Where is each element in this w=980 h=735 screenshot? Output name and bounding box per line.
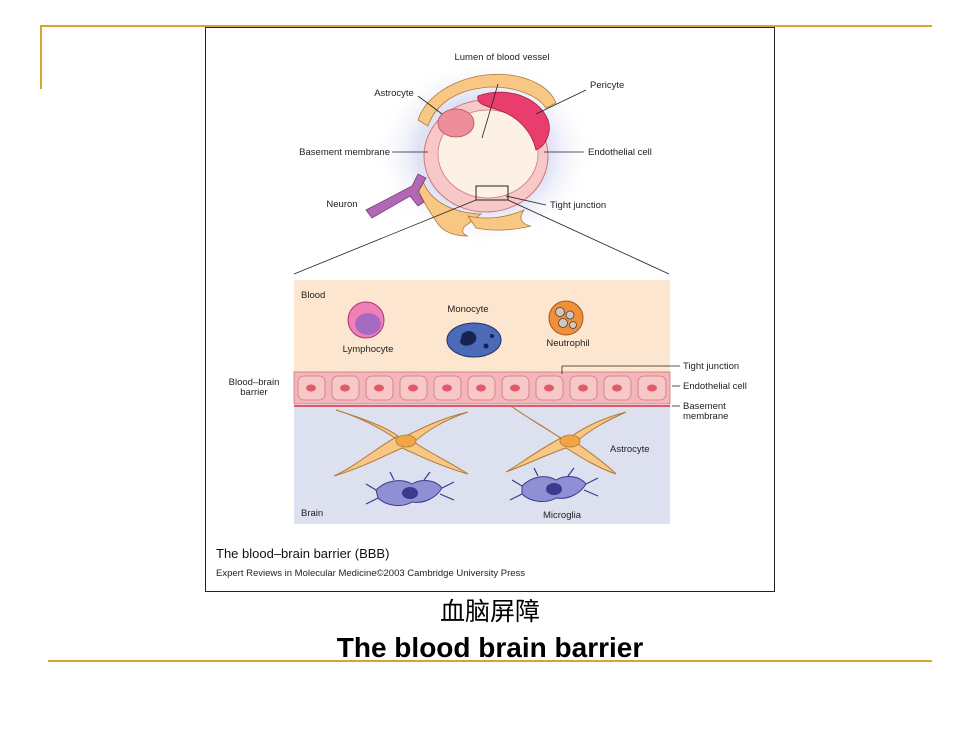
label-astrocyte-top: Astrocyte [374, 88, 414, 99]
astrocyte-endfoot-top [417, 73, 557, 127]
figure-credit: Expert Reviews in Molecular Medicine©200… [216, 568, 526, 579]
astrocyte-endfoot-base [467, 209, 532, 231]
astrocyte-endfoot-bottom [415, 177, 483, 237]
microglia-right [509, 467, 599, 502]
label-basement-membrane-top: Basement membrane [299, 147, 390, 158]
label-lymphocyte: Lymphocyte [343, 344, 394, 355]
label-endothelial-detail: Endothelial cell [683, 381, 747, 392]
label-monocyte: Monocyte [447, 304, 488, 315]
label-tight-junction-top: Tight junction [550, 200, 606, 211]
astrocyte-right [505, 405, 627, 475]
slide-title-chinese: 血脑屏障 [439, 597, 540, 626]
endothelial-nucleus [437, 108, 475, 138]
label-neutrophil: Neutrophil [546, 338, 589, 349]
label-pericyte: Pericyte [590, 80, 624, 91]
label-blood: Blood [301, 290, 325, 301]
label-microglia: Microglia [543, 510, 582, 521]
tight-junction-box [475, 185, 509, 201]
brain-region [294, 406, 670, 524]
endothelial-cells [297, 375, 667, 401]
astrocyte-left [333, 409, 469, 477]
label-tight-junction-detail: Tight junction [683, 361, 739, 372]
label-endothelial-top: Endothelial cell [588, 147, 652, 158]
bottom-accent-line [48, 660, 932, 662]
label-brain: Brain [301, 508, 323, 519]
microglia-left [365, 471, 455, 506]
label-lumen: Lumen of blood vessel [454, 52, 549, 63]
neuron [365, 173, 427, 219]
neutrophil-cell [548, 300, 584, 336]
bbb-figure: Lumen of blood vessel Astrocyte Pericyte… [205, 27, 775, 592]
label-astrocyte-detail: Astrocyte [610, 444, 650, 455]
left-accent-line [40, 25, 42, 89]
lymphocyte-nucleus [355, 313, 381, 335]
pericyte [477, 91, 550, 151]
label-neuron: Neuron [326, 199, 357, 210]
top-accent-line [40, 25, 932, 27]
monocyte-nucleus [460, 331, 477, 346]
figure-caption: The blood–brain barrier (BBB) [216, 546, 390, 561]
slide-title-english: The blood brain barrier [336, 632, 644, 663]
bbb-diagram: Lumen of blood vessel Astrocyte Pericyte… [229, 52, 747, 524]
